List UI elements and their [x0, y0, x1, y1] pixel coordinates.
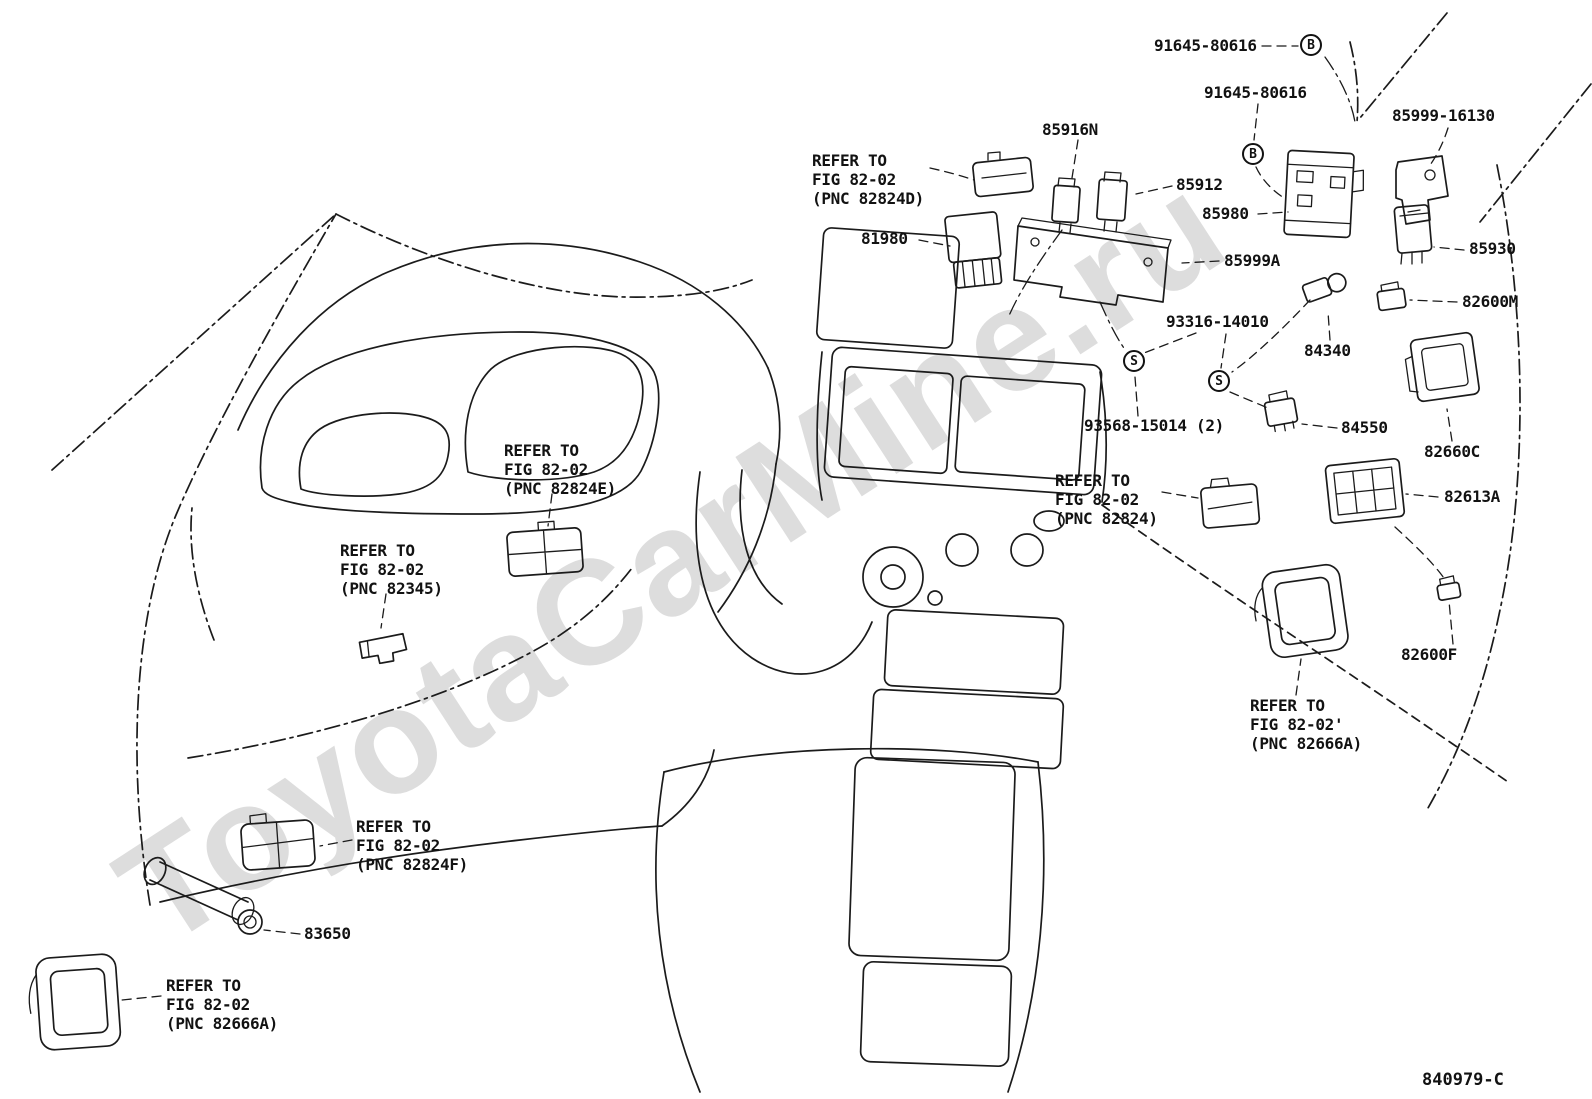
component-85980: [1283, 149, 1365, 239]
component-82613A: [1324, 457, 1406, 525]
refer-note-line: (PNC 82824E): [504, 479, 616, 498]
part-label-81980: 81980: [861, 229, 908, 248]
refer-note-line: (PNC 82824D): [812, 189, 924, 208]
part-label-93568-15014: 93568-15014 (2): [1084, 416, 1224, 435]
part-label-85980: 85980: [1202, 204, 1249, 223]
part-label-82613A: 82613A: [1444, 487, 1500, 506]
refer-note-line: REFER TO: [356, 817, 431, 836]
refer-note-line: FIG 82-02: [504, 460, 588, 479]
component-bezel-lower-82666A: [28, 953, 122, 1051]
refer-note-82666A-upper: REFER TO FIG 82-02' (PNC 82666A): [1250, 696, 1362, 753]
component-83650: [143, 856, 263, 935]
bolt-symbol-B-mid: B: [1242, 143, 1264, 165]
part-label-82660C: 82660C: [1424, 442, 1480, 461]
refer-note-line: REFER TO: [812, 151, 887, 170]
dashboard-outline: [51, 12, 1592, 1093]
component-82660C: [1404, 331, 1480, 403]
refer-note-line: (PNC 82666A): [1250, 734, 1362, 753]
refer-note-line: REFER TO: [504, 441, 579, 460]
component-bezel-upper-82666A: [1254, 563, 1349, 659]
component-82600F: [1436, 575, 1462, 602]
bolt-symbol-B-top: B: [1300, 34, 1322, 56]
refer-note-line: FIG 82-02: [812, 170, 896, 189]
component-85930: [1393, 204, 1433, 265]
component-connector-82824F: [240, 813, 316, 871]
component-81980: [944, 211, 1003, 289]
refer-note-line: (PNC 82824): [1055, 509, 1158, 528]
drawing-number: 840979-C: [1422, 1070, 1504, 1090]
component-82600M: [1376, 281, 1407, 312]
component-84550: [1263, 390, 1299, 433]
component-bracket-85999A: [1013, 217, 1172, 306]
refer-note-line: (PNC 82666A): [166, 1014, 278, 1033]
part-label-84340: 84340: [1304, 341, 1351, 360]
component-connector-82824E: [506, 520, 584, 577]
component-relays-85916N: [1051, 171, 1129, 234]
part-label-85999-16130: 85999-16130: [1392, 106, 1495, 125]
refer-note-82824D: REFER TO FIG 82-02 (PNC 82824D): [812, 151, 924, 208]
component-connector-82824: [1200, 477, 1261, 529]
refer-note-82345: REFER TO FIG 82-02 (PNC 82345): [340, 541, 443, 598]
refer-note-line: FIG 82-02': [1250, 715, 1344, 734]
component-clip-82345: [358, 632, 408, 665]
refer-note-82824F: REFER TO FIG 82-02 (PNC 82824F): [356, 817, 468, 874]
refer-note-line: REFER TO: [166, 976, 241, 995]
screw-symbol-S-left: S: [1123, 350, 1145, 372]
part-label-84550: 84550: [1341, 418, 1388, 437]
part-label-91645-80616-b: 91645-80616: [1204, 83, 1307, 102]
screw-symbol-S-right: S: [1208, 370, 1230, 392]
leader-lines: [121, 45, 1465, 1001]
part-label-82600F: 82600F: [1401, 645, 1457, 664]
refer-note-line: FIG 82-02: [1055, 490, 1139, 509]
refer-note-82824E: REFER TO FIG 82-02 (PNC 82824E): [504, 441, 616, 498]
refer-note-82824: REFER TO FIG 82-02 (PNC 82824): [1055, 471, 1158, 528]
part-label-93316-14010: 93316-14010: [1166, 312, 1269, 331]
refer-note-line: REFER TO: [1250, 696, 1325, 715]
refer-note-82666A-lower: REFER TO FIG 82-02 (PNC 82666A): [166, 976, 278, 1033]
refer-note-line: REFER TO: [340, 541, 415, 560]
refer-note-line: REFER TO: [1055, 471, 1130, 490]
refer-note-line: (PNC 82345): [340, 579, 443, 598]
component-84340: [1301, 272, 1347, 303]
part-label-82600M: 82600M: [1462, 292, 1518, 311]
refer-note-line: FIG 82-02: [166, 995, 250, 1014]
part-label-85912: 85912: [1176, 175, 1223, 194]
refer-note-line: FIG 82-02: [356, 836, 440, 855]
refer-note-line: (PNC 82824F): [356, 855, 468, 874]
refer-note-line: FIG 82-02: [340, 560, 424, 579]
part-label-85999A: 85999A: [1224, 251, 1280, 270]
part-label-91645-80616-a: 91645-80616: [1154, 36, 1257, 55]
part-label-85930: 85930: [1469, 239, 1516, 258]
part-label-83650: 83650: [304, 924, 351, 943]
component-relay-82824D: [972, 151, 1034, 198]
part-label-85916N: 85916N: [1042, 120, 1098, 139]
